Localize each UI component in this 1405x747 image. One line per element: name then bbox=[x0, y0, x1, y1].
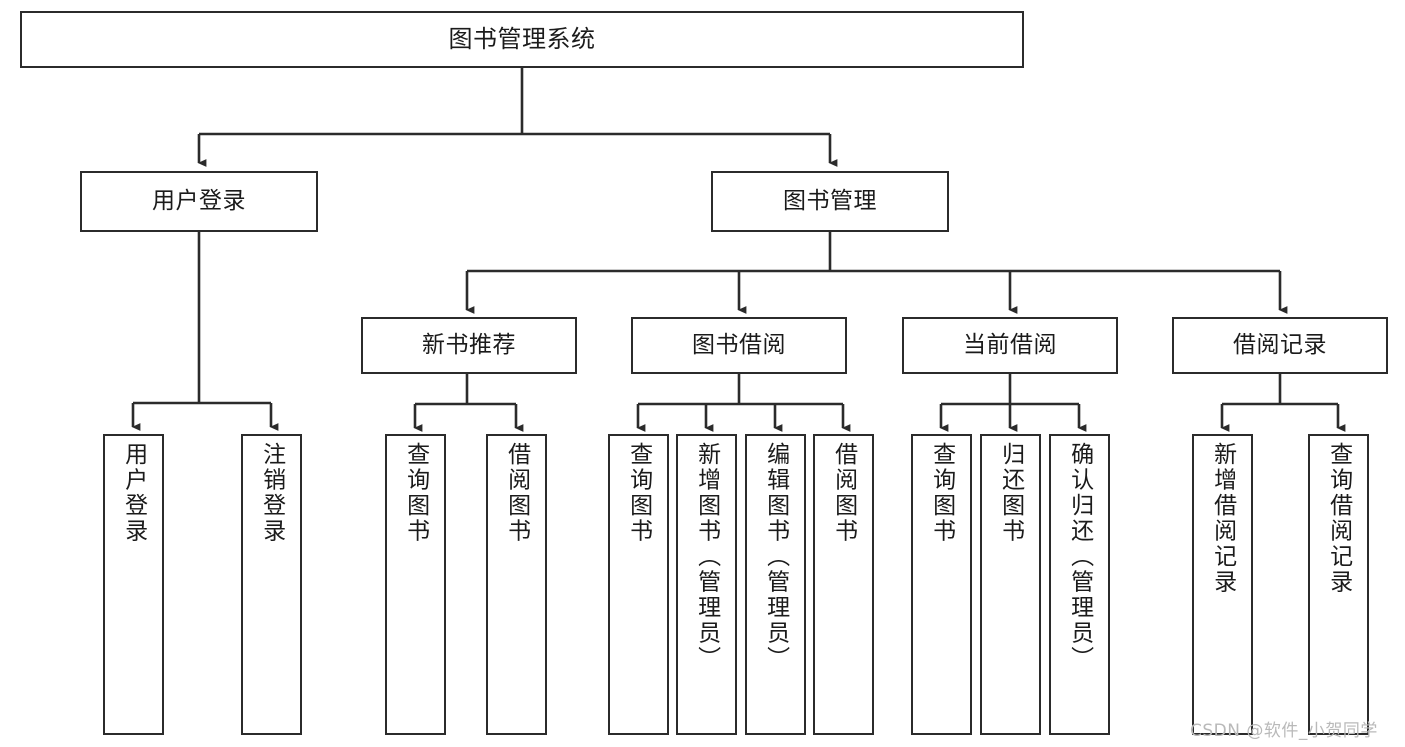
leaf-borrow-borrow-book[interactable]: 借阅图书 bbox=[813, 434, 874, 735]
node-book-management[interactable]: 图书管理 bbox=[711, 171, 949, 232]
leaf-current-query-book[interactable]: 查询图书 bbox=[911, 434, 972, 735]
node-book-borrow[interactable]: 图书借阅 bbox=[631, 317, 847, 374]
leaf-current-confirm-return-admin[interactable]: 确认归还（管理员） bbox=[1049, 434, 1110, 735]
leaf-new-book-borrow[interactable]: 借阅图书 bbox=[486, 434, 547, 735]
node-label: 新增图书（管理员） bbox=[693, 442, 720, 672]
node-label: 借阅图书 bbox=[830, 442, 857, 544]
leaf-borrow-add-book-admin[interactable]: 新增图书（管理员） bbox=[676, 434, 737, 735]
leaf-borrow-edit-book-admin[interactable]: 编辑图书（管理员） bbox=[745, 434, 806, 735]
node-borrow-record[interactable]: 借阅记录 bbox=[1172, 317, 1388, 374]
leaf-user-logout[interactable]: 注销登录 bbox=[241, 434, 302, 735]
leaf-record-query[interactable]: 查询借阅记录 bbox=[1308, 434, 1369, 735]
node-label: 图书管理系统 bbox=[448, 25, 596, 54]
leaf-borrow-query-book[interactable]: 查询图书 bbox=[608, 434, 669, 735]
node-label: 新增借阅记录 bbox=[1209, 442, 1236, 595]
node-label: 当前借阅 bbox=[963, 331, 1057, 358]
node-user-login[interactable]: 用户登录 bbox=[80, 171, 318, 232]
csdn-watermark: CSDN @软件_小贺同学 bbox=[1190, 721, 1378, 741]
node-label: 借阅图书 bbox=[503, 442, 530, 544]
node-label: 查询图书 bbox=[402, 442, 429, 544]
node-label: 用户登录 bbox=[120, 442, 147, 544]
node-label: 用户登录 bbox=[152, 187, 246, 214]
node-current-borrow[interactable]: 当前借阅 bbox=[902, 317, 1118, 374]
node-label: 编辑图书（管理员） bbox=[762, 442, 789, 672]
node-new-book-recommend[interactable]: 新书推荐 bbox=[361, 317, 577, 374]
node-label: 归还图书 bbox=[997, 442, 1024, 544]
leaf-user-login[interactable]: 用户登录 bbox=[103, 434, 164, 735]
node-label: 查询图书 bbox=[625, 442, 652, 544]
node-label: 查询图书 bbox=[928, 442, 955, 544]
node-label: 注销登录 bbox=[258, 442, 285, 544]
node-root-system[interactable]: 图书管理系统 bbox=[20, 11, 1024, 68]
leaf-current-return-book[interactable]: 归还图书 bbox=[980, 434, 1041, 735]
node-label: 借阅记录 bbox=[1233, 331, 1327, 358]
node-label: 图书管理 bbox=[783, 187, 877, 214]
node-label: 新书推荐 bbox=[422, 331, 516, 358]
node-label: 确认归还（管理员） bbox=[1066, 442, 1093, 672]
leaf-new-book-query[interactable]: 查询图书 bbox=[385, 434, 446, 735]
node-label: 查询借阅记录 bbox=[1325, 442, 1352, 595]
node-label: 图书借阅 bbox=[692, 331, 786, 358]
leaf-record-add[interactable]: 新增借阅记录 bbox=[1192, 434, 1253, 735]
